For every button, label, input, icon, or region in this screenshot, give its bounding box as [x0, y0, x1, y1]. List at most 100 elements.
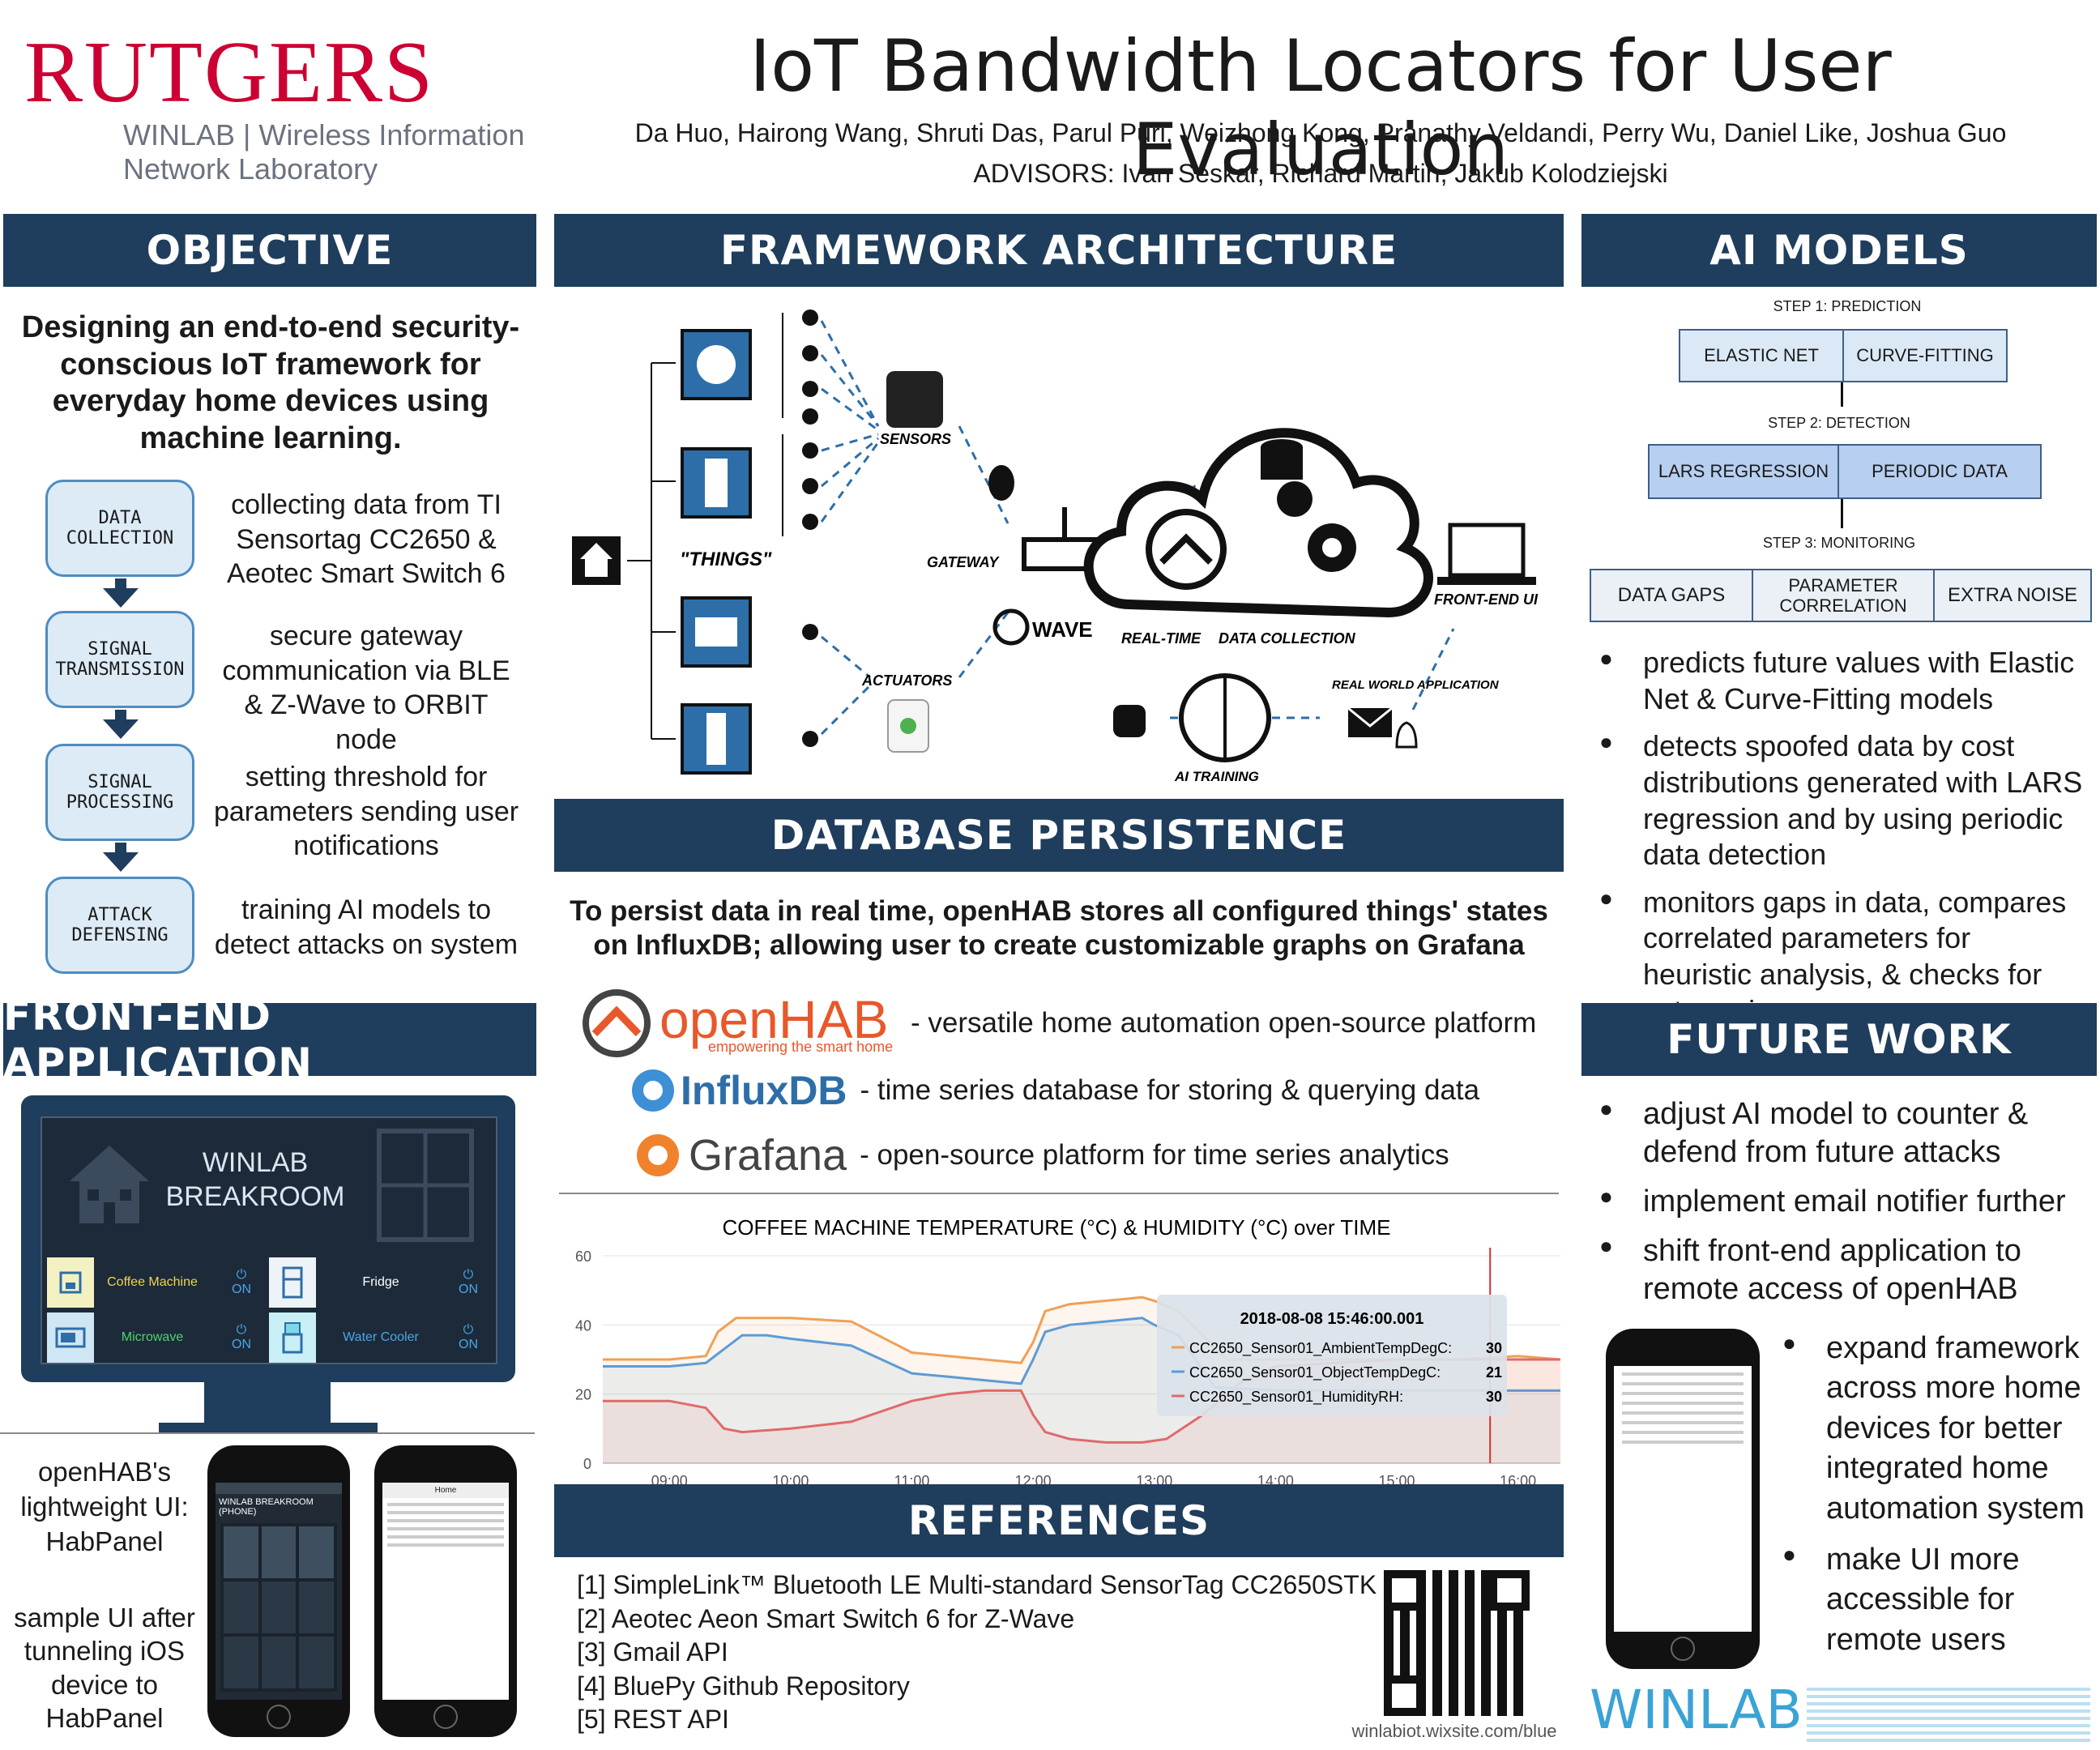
- tile-coffee-switch[interactable]: ⏻ON: [219, 1257, 264, 1308]
- phone-habpanel: WINLAB BREAKROOM (PHONE): [207, 1445, 350, 1737]
- cooler-chip-icon: [681, 703, 752, 775]
- reference-item[interactable]: [2] Aeotec Aeon Smart Switch 6 for Z-Wav…: [577, 1603, 1075, 1633]
- tile-microwave-switch[interactable]: ⏻ON: [219, 1312, 264, 1363]
- microwave-chip-icon: [681, 596, 752, 668]
- flow-text-signal-transmission: secure gateway communication via BLE & Z…: [222, 621, 510, 755]
- switch-state: ON: [459, 1338, 478, 1351]
- coffee-chart: COFFEE MACHINE TEMPERATURE (°C) & HUMIDI…: [575, 1215, 1561, 1489]
- gateway-label: GATEWAY: [927, 554, 1000, 570]
- python-icon: [1113, 705, 1146, 737]
- tile-cooler-icon[interactable]: [269, 1312, 316, 1363]
- reference-item[interactable]: [1] SimpleLink™ Bluetooth LE Multi-stand…: [577, 1570, 1377, 1599]
- objective-heading: OBJECTIVE: [3, 214, 536, 287]
- database-heading: DATABASE PERSISTENCE: [554, 799, 1564, 872]
- power-icon: ⏻: [236, 1268, 247, 1282]
- realtime-label: REAL-TIME: [1121, 630, 1202, 647]
- flow-box-signal-processing: SIGNAL PROCESSING: [45, 744, 194, 841]
- influxdb-row: InfluxDB - time series database for stor…: [629, 1066, 1479, 1115]
- reference-item[interactable]: [3] Gmail API: [577, 1637, 728, 1667]
- advisors: ADVISORS: Ivan Seskar, Richard Martin, J…: [973, 159, 1668, 188]
- brain-icon: [1179, 673, 1271, 762]
- chart-y-tick-label: 40: [575, 1317, 591, 1334]
- database-icon: [1261, 439, 1303, 480]
- kettle-chip-icon: [681, 329, 752, 400]
- chart-series-area: [603, 1317, 1560, 1463]
- reference-item[interactable]: [5] REST API: [577, 1705, 729, 1735]
- switch-state: ON: [459, 1283, 478, 1296]
- cloud-icon: [1083, 428, 1433, 618]
- window-icon: [373, 1125, 478, 1250]
- tile-microwave-icon[interactable]: [47, 1312, 94, 1363]
- grafana-row: Grafana - open-source platform for time …: [632, 1129, 1449, 1181]
- grafana-wordmark: Grafana: [689, 1131, 847, 1180]
- poster-title: IoT Bandwidth Locators for User Evaluati…: [749, 24, 1892, 191]
- power-icon: ⏻: [463, 1268, 474, 1282]
- zwave-icon: [992, 608, 1030, 646]
- institution-logo: RUTGERS: [24, 24, 435, 121]
- future-bullet: shift front-end application to remote ac…: [1599, 1232, 2094, 1308]
- ai-bullet: predicts future values with Elastic Net …: [1599, 645, 2085, 717]
- phone1-title: WINLAB BREAKROOM (PHONE): [219, 1497, 314, 1517]
- influxdb-description: - time series database for storing & que…: [860, 1074, 1480, 1106]
- flow-box-attack-defensing: ATTACK DEFENSING: [45, 877, 194, 974]
- habpanel-caption: openHAB's lightweight UI: HabPanel: [20, 1457, 189, 1556]
- future-bullets-2: expand framework across more home device…: [1782, 1329, 2090, 1671]
- hub-chip-icon: [572, 536, 621, 585]
- architecture-heading: FRAMEWORK ARCHITECTURE: [554, 214, 1564, 287]
- tile-cooler-label[interactable]: Water Cooler: [343, 1330, 419, 1344]
- ai-training-label: AI TRAINING: [1174, 769, 1259, 784]
- fridge-chip-icon: [681, 447, 752, 519]
- chart-y-tick-label: 0: [583, 1456, 591, 1472]
- openhab-description: - versatile home automation open-source …: [911, 1007, 1537, 1039]
- openhab-row: openHAB empowering the smart home - vers…: [580, 988, 1536, 1058]
- tooltip-row-value: 30: [1486, 1340, 1502, 1356]
- tile-coffee-icon[interactable]: [47, 1257, 94, 1308]
- ai-lars: LARS REGRESSION: [1648, 444, 1839, 499]
- ai-elastic-net: ELASTIC NET: [1679, 329, 1844, 382]
- qr-code[interactable]: [1384, 1570, 1530, 1716]
- tile-cooler-switch[interactable]: ⏻ON: [446, 1312, 491, 1363]
- grafana-icon: [1308, 523, 1356, 572]
- power-icon: ⏻: [236, 1323, 247, 1337]
- email-icon: [1347, 706, 1393, 737]
- flow-text-attack-defensing: training AI models to detect attacks on …: [214, 894, 519, 960]
- tooltip-row-label: CC2650_Sensor01_HumidityRH:: [1189, 1389, 1403, 1406]
- bell-icon: [1395, 721, 1418, 749]
- phone-future: [1606, 1329, 1760, 1669]
- switch-state: ON: [232, 1338, 251, 1351]
- ai-parameter-correlation: PARAMETER CORRELATION: [1752, 569, 1935, 622]
- tile-coffee-label[interactable]: Coffee Machine: [107, 1275, 198, 1289]
- tooltip-row-value: 21: [1486, 1364, 1502, 1381]
- authors: Da Huo, Hairong Wang, Shruti Das, Parul …: [634, 118, 2007, 147]
- tile-microwave-label[interactable]: Microwave: [121, 1330, 184, 1344]
- project-url[interactable]: winlabiot.wixsite.com/blue: [1351, 1721, 1557, 1741]
- tile-fridge-switch[interactable]: ⏻ON: [446, 1257, 491, 1308]
- reference-item[interactable]: [4] BluePy Github Repository: [577, 1671, 910, 1701]
- future-bullets: adjust AI model to counter & defend from…: [1599, 1095, 2094, 1321]
- actuators-label: ACTUATORS: [861, 672, 952, 689]
- openhab-logo-icon: [1146, 509, 1227, 590]
- future-bullet: make UI more accessible for remote users: [1782, 1540, 2090, 1660]
- zwave-label: WAVE: [1032, 617, 1093, 642]
- future-bullet: implement email notifier further: [1599, 1183, 2094, 1221]
- openhab-tagline: empowering the smart home: [708, 1039, 894, 1055]
- openhab-wordmark: openHAB: [659, 989, 889, 1049]
- phone2-title: Home: [382, 1483, 509, 1498]
- real-world-label: REAL WORLD APPLICATION: [1332, 678, 1500, 692]
- switch-state: ON: [232, 1283, 251, 1296]
- frontend-heading: FRONT-END APPLICATION: [3, 992, 536, 1086]
- references-heading: REFERENCES: [554, 1484, 1564, 1557]
- reference-list: [1] SimpleLink™ Bluetooth LE Multi-stand…: [577, 1569, 1387, 1737]
- future-bullet: adjust AI model to counter & defend from…: [1599, 1095, 2094, 1172]
- tile-fridge-icon[interactable]: [269, 1257, 316, 1308]
- screen-title-2: BREAKROOM: [165, 1181, 345, 1212]
- flow-box-label: SIGNAL PROCESSING: [66, 771, 174, 813]
- tooltip-row-label: CC2650_Sensor01_ObjectTempDegC:: [1189, 1364, 1441, 1381]
- lab-name-line1: WINLAB | Wireless Information: [123, 118, 525, 152]
- openhab-logo-icon: [583, 989, 651, 1057]
- chart-y-tick-label: 20: [575, 1387, 591, 1403]
- influx-icon: [1277, 481, 1312, 517]
- sensors-label: SENSORS: [880, 431, 951, 447]
- future-bullet: expand framework across more home device…: [1782, 1329, 2090, 1529]
- tile-fridge-label[interactable]: Fridge: [362, 1275, 399, 1289]
